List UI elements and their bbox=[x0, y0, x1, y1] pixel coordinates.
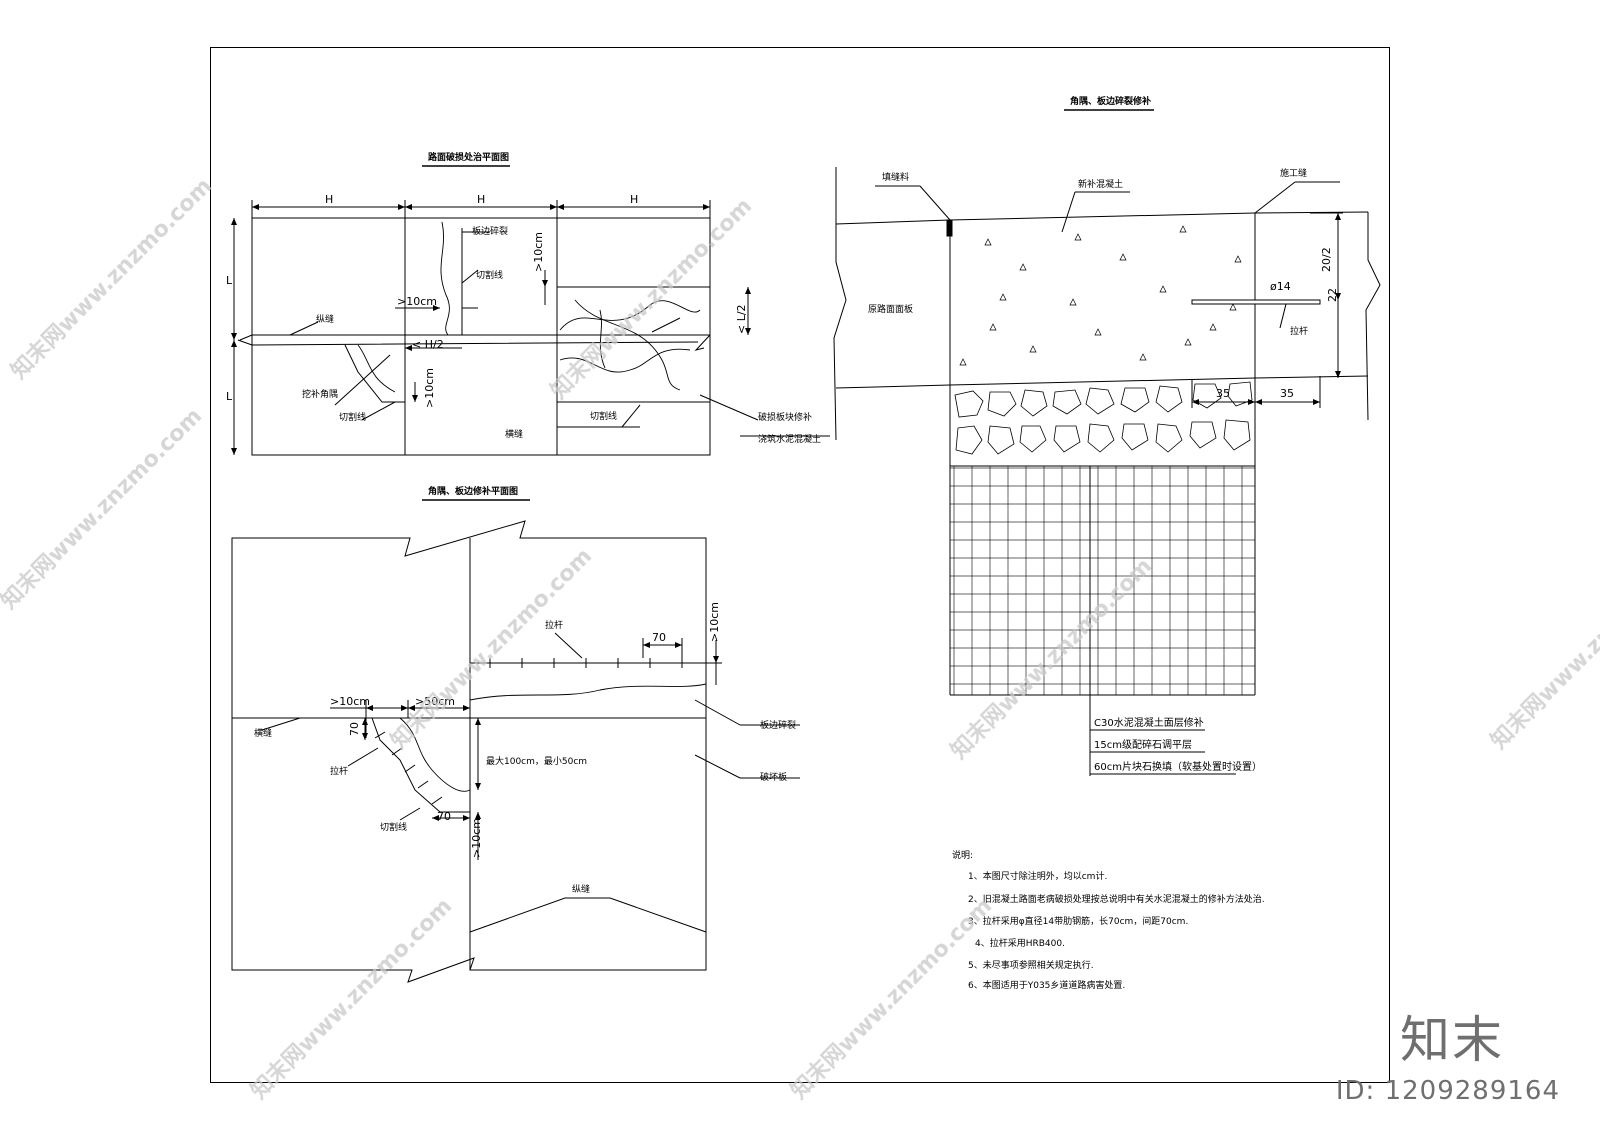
section-tie-bar: 拉杆 bbox=[1290, 325, 1308, 337]
section-orig-slab: 原路面面板 bbox=[868, 303, 913, 315]
plan1-group: 路面破损处治平面图 bbox=[226, 151, 830, 456]
watermark-text: 知末网www.znzmo.com bbox=[246, 893, 457, 1104]
section-group: 角隅、板边碎裂修补 bbox=[833, 95, 1381, 776]
plan1-cut-line-b: 切割线 bbox=[590, 410, 617, 422]
section-title: 角隅、板边碎裂修补 bbox=[1070, 95, 1151, 107]
drawing-frame bbox=[210, 47, 1390, 1083]
plan1-dim-l1: L bbox=[226, 274, 233, 287]
watermark-text: 知末网www.znzmo.com bbox=[546, 193, 757, 404]
section-h-total: 22 bbox=[1326, 288, 1339, 302]
plan2-gt50: >50cm bbox=[415, 695, 455, 708]
plan1-dig-corner: 挖补角隅 bbox=[302, 388, 338, 400]
section-filler: 填缝料 bbox=[882, 171, 909, 183]
legend-item-gravel: 15cm级配碎石调平层 bbox=[1094, 738, 1192, 751]
plan2-outline bbox=[231, 520, 707, 983]
plan1-lt-h2: < H/2 bbox=[412, 338, 444, 351]
brand-logo: 知末 bbox=[1400, 1011, 1504, 1069]
section-dim35b: 35 bbox=[1280, 387, 1294, 400]
plan1-title: 路面破损处治平面图 bbox=[428, 151, 509, 163]
section-h-half: 20/2 bbox=[1320, 247, 1333, 272]
plan2-long-joint: 纵缝 bbox=[572, 883, 590, 895]
plan2-dim70-v: 70 bbox=[348, 722, 361, 736]
plan2-broken-slab: 破坏板 bbox=[760, 771, 787, 783]
plan2-edge-crack: 板边碎裂 bbox=[760, 719, 796, 731]
plan2-gt10-right: >10cm bbox=[708, 602, 721, 642]
watermark-text: 知末网www.znzmo.com bbox=[6, 173, 217, 384]
notes-heading: 说明: bbox=[952, 849, 973, 861]
plan1-cut-line-top: 切割线 bbox=[476, 269, 503, 281]
plan1-gt10-v: >10cm bbox=[532, 232, 545, 272]
plan1-dim-h2: H bbox=[477, 193, 485, 206]
plan2-cut-line: 切割线 bbox=[380, 821, 407, 833]
plan1-long-joint: 纵缝 bbox=[316, 313, 334, 325]
plan1-dim-h3: H bbox=[630, 193, 638, 206]
watermark-text: 知末网www.znzmo.com bbox=[1486, 543, 1600, 754]
plan2-tie-bar-left: 拉杆 bbox=[330, 765, 348, 777]
plan2-gt10-bottom: >10cm bbox=[470, 818, 483, 858]
note-3: 3、拉杆采用φ直径14带肋钢筋，长70cm，间距70cm. bbox=[968, 915, 1188, 927]
note-4: 4、拉杆采用HRB400. bbox=[975, 937, 1065, 949]
section-dia14: ø14 bbox=[1270, 280, 1291, 293]
plan2-max-min: 最大100cm，最小50cm bbox=[486, 755, 587, 767]
watermark-text: 知末网www.znzmo.com bbox=[0, 403, 207, 614]
legend-item-c30: C30水泥混凝土面层修补 bbox=[1094, 716, 1204, 729]
watermark-text: 知末网www.znzmo.com bbox=[386, 543, 597, 754]
plan2-title: 角隅、板边修补平面图 bbox=[428, 485, 518, 497]
plan1-lt-l2: < L/2 bbox=[735, 304, 748, 334]
plan1-dim-l2: L bbox=[226, 390, 233, 403]
plan1-pour-concrete: 浇筑水泥混凝土 bbox=[758, 433, 821, 445]
plan2-gt10-left: >10cm bbox=[330, 695, 370, 708]
brand-id: ID: 1209289164 bbox=[1335, 1076, 1560, 1106]
plan1-cut-line-a: 切割线 bbox=[339, 411, 366, 423]
plan1-edge-crack: 板边碎裂 bbox=[472, 225, 508, 237]
plan1-broken-slab: 破损板块修补 bbox=[758, 411, 812, 423]
plan1-gt10-left: >10cm bbox=[397, 295, 437, 308]
legend-item-stone: 60cm片块石换填（软基处置时设置） bbox=[1094, 760, 1262, 773]
note-1: 1、本图尺寸除注明外，均以cm计. bbox=[968, 870, 1107, 882]
section-const-joint: 施工缝 bbox=[1280, 167, 1307, 179]
note-2: 2、旧混凝土路面老病破损处理按总说明中有关水泥混凝土的修补方法处治. bbox=[968, 893, 1265, 905]
plan2-tie-bar-top: 拉杆 bbox=[545, 619, 563, 631]
plan1-gt10-v2: >10cm bbox=[423, 368, 436, 408]
watermark-text: 知末网www.znzmo.com bbox=[786, 893, 997, 1104]
plan1-trans-joint: 横缝 bbox=[505, 428, 523, 440]
notes-group: 说明: 1、本图尺寸除注明外，均以cm计. 2、旧混凝土路面老病破损处理按总说明… bbox=[952, 849, 1265, 991]
plan2-group: 角隅、板边修补平面图 bbox=[231, 485, 800, 983]
watermark-group: 知末网www.znzmo.com 知末网www.znzmo.com 知末网www… bbox=[0, 173, 1600, 1104]
section-dim35a: 35 bbox=[1216, 387, 1230, 400]
plan1-dim-h1: H bbox=[325, 193, 333, 206]
plan1-slab-outline bbox=[251, 217, 711, 456]
note-5: 5、未尽事项参照相关规定执行. bbox=[968, 959, 1094, 971]
note-6: 6、本图适用于Y035乡道道路病害处置. bbox=[968, 979, 1125, 991]
section-new-concrete: 新补混凝土 bbox=[1078, 178, 1123, 190]
plan2-dim70-bottom: 70 bbox=[437, 810, 451, 823]
plan2-trans-joint: 横缝 bbox=[254, 727, 272, 739]
plan2-dim70-top: 70 bbox=[652, 631, 666, 644]
